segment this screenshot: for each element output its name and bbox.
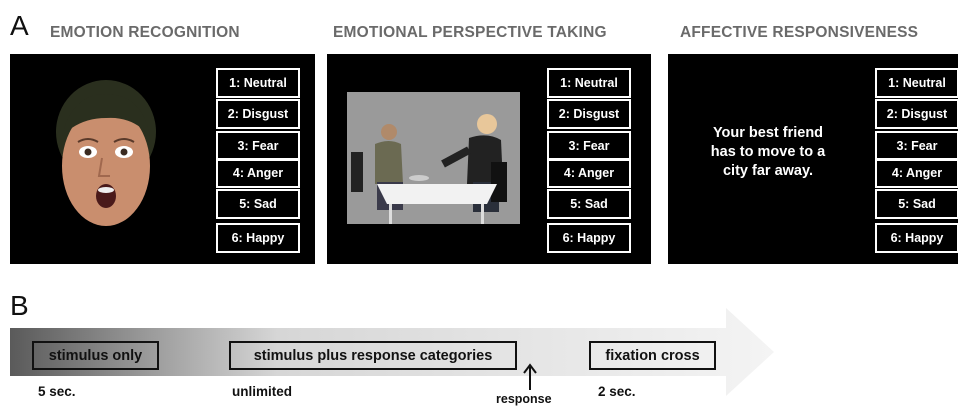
option-fear: 3: Fear [547,131,631,161]
scenario-text: Your best friend has to move to a city f… [710,125,826,179]
option-happy: 6: Happy [216,223,300,253]
duration-fixation: 2 sec. [598,384,636,399]
option-fear: 3: Fear [216,131,300,161]
phase-stimulus-plus-response: stimulus plus response categories [229,341,517,370]
option-anger: 4: Anger [547,158,631,188]
option-happy: 6: Happy [875,223,958,253]
option-fear: 3: Fear [875,131,958,161]
face-photo-icon [56,80,156,226]
phase-stimulus-only: stimulus only [32,341,159,370]
option-anger: 4: Anger [875,158,958,188]
option-happy: 6: Happy [547,223,631,253]
option-disgust: 2: Disgust [547,99,631,129]
option-anger: 4: Anger [216,158,300,188]
task-title-emotion-recognition: EMOTION RECOGNITION [50,24,240,41]
screen-perspective-taking: 1: Neutral 2: Disgust 3: Fear 4: Anger 5… [327,54,651,264]
task-title-perspective-taking: EMOTIONAL PERSPECTIVE TAKING [333,24,607,41]
option-sad: 5: Sad [547,189,631,219]
scene-photo-icon [347,92,520,224]
response-label: response [496,392,552,406]
response-arrow-icon [523,363,537,390]
option-sad: 5: Sad [216,189,300,219]
option-disgust: 2: Disgust [875,99,958,129]
option-disgust: 2: Disgust [216,99,300,129]
panel-b-label: B [10,290,29,321]
option-neutral: 1: Neutral [216,68,300,98]
duration-stimulus-only: 5 sec. [38,384,76,399]
task-title-affective-responsiveness: AFFECTIVE RESPONSIVENESS [680,24,919,41]
panel-a-label: A [10,10,29,41]
screen-emotion-recognition: 1: Neutral 2: Disgust 3: Fear 4: Anger 5… [10,54,315,264]
option-neutral: 1: Neutral [875,68,958,98]
timeline-arrow [10,308,774,396]
duration-unlimited: unlimited [232,384,292,399]
phase-fixation-cross: fixation cross [589,341,716,370]
option-neutral: 1: Neutral [547,68,631,98]
option-sad: 5: Sad [875,189,958,219]
screen-affective-responsiveness: Your best friend has to move to a city f… [668,54,958,264]
